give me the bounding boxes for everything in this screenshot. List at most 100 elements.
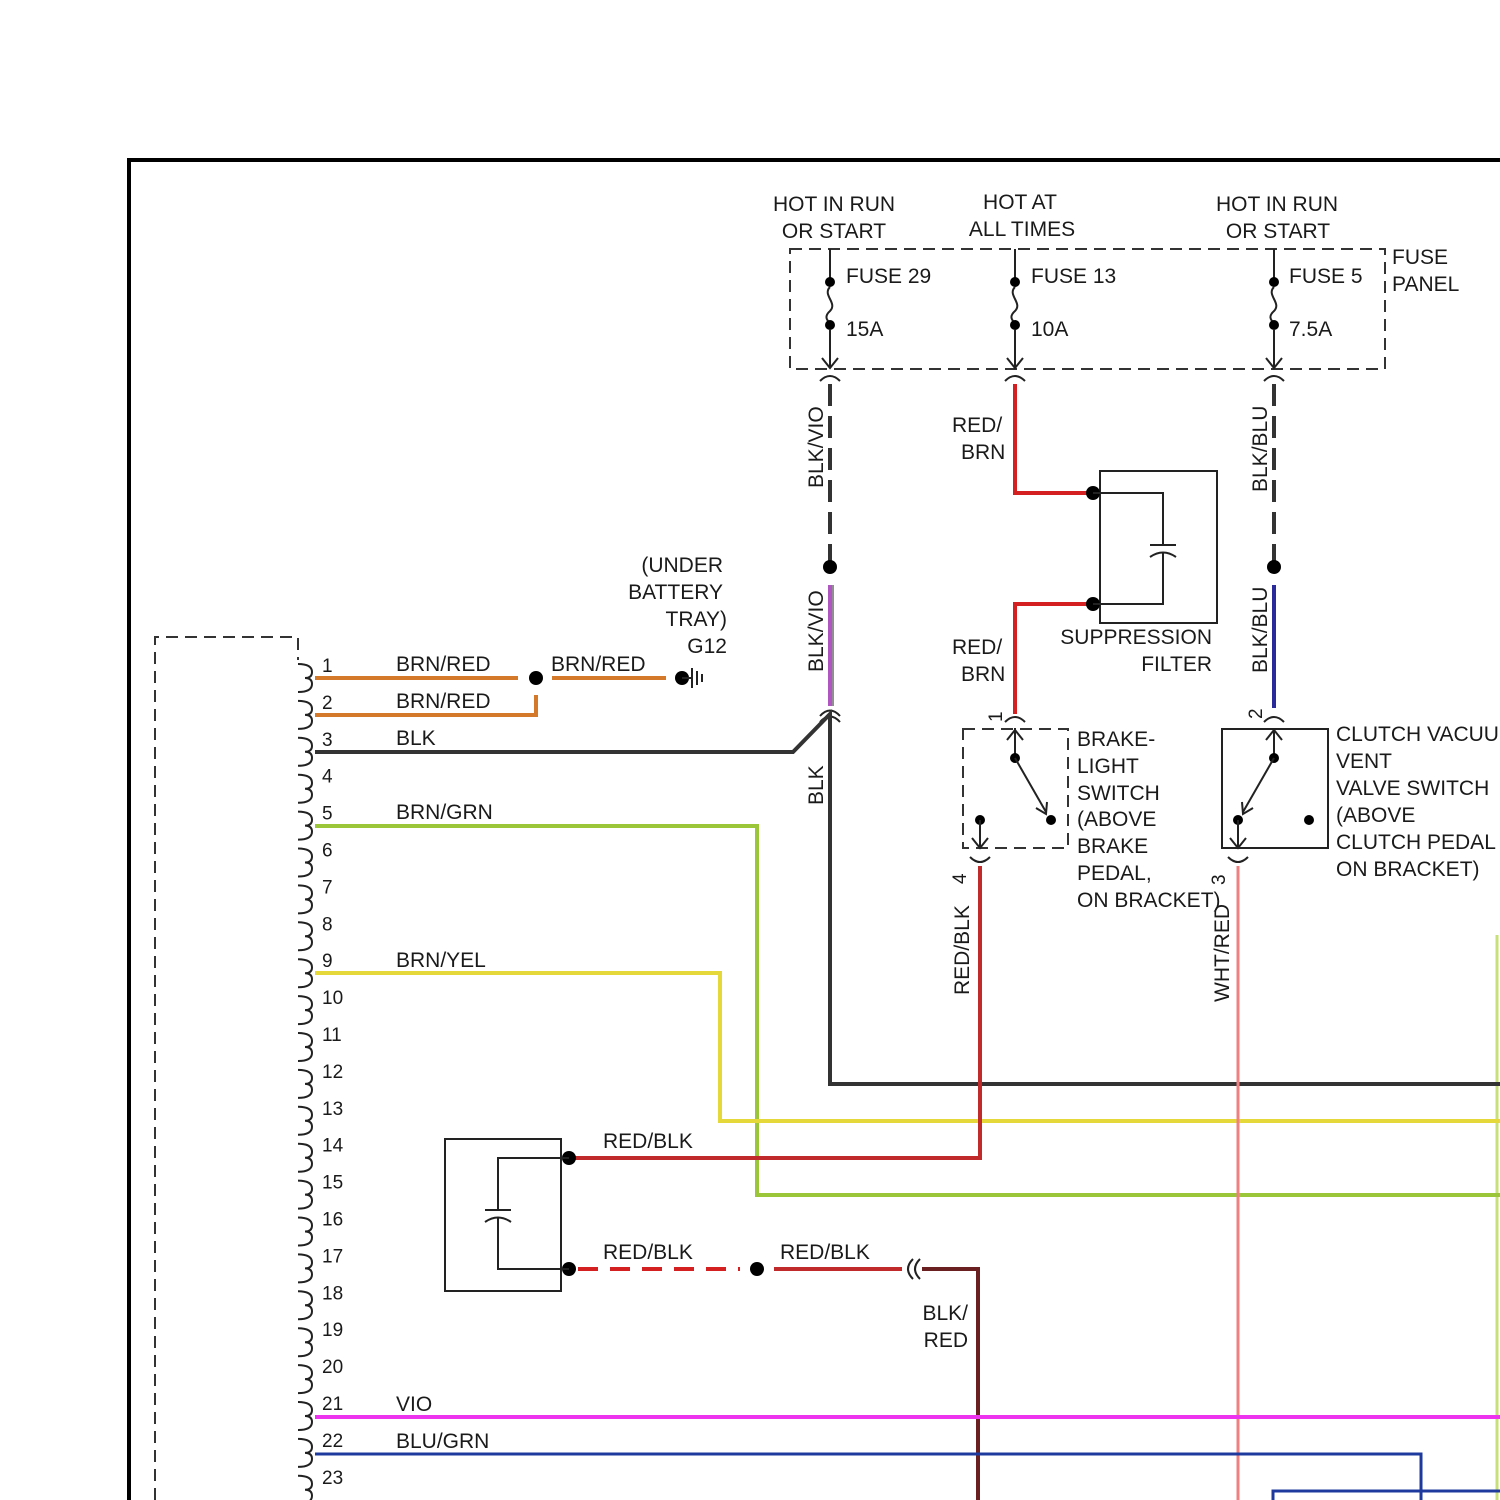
wire-label-blk-red-2: RED (924, 1329, 968, 1352)
wire-blue-bottom-right (1273, 1491, 1500, 1500)
svg-text:HOT AT: HOT AT (983, 191, 1057, 214)
svg-text:BRN: BRN (961, 441, 1005, 464)
connector-pin-mark (298, 701, 312, 729)
connector-pin-number: 8 (322, 914, 333, 935)
wire-label-blk-vio-upper: BLK/VIO (805, 406, 828, 488)
connector-pin-mark (298, 1291, 312, 1319)
wire-label-wht-red: WHT/RED (1211, 904, 1234, 1002)
fuse-13-hot-2: ALL TIMES (969, 218, 1075, 241)
svg-text:HOT IN RUN: HOT IN RUN (1216, 193, 1338, 216)
wire-blk: BLK BLK (315, 714, 1500, 1084)
svg-text:PEDAL,: PEDAL, (1077, 862, 1152, 885)
connector-pin-number: 20 (322, 1357, 343, 1378)
fuse-5-name: FUSE 5 (1289, 265, 1363, 288)
suppression-filter-lower (445, 1139, 576, 1291)
wire-label-brn-red-1: BRN/RED (396, 653, 491, 676)
connector-pin-mark (298, 849, 312, 877)
svg-text:OR START: OR START (1226, 220, 1330, 243)
svg-text:(UNDER: (UNDER (641, 554, 723, 577)
svg-text:RED/: RED/ (952, 414, 1002, 437)
fuse-5-rating: 7.5A (1289, 318, 1332, 341)
connector-pin-mark (298, 738, 312, 766)
svg-text:BLK/: BLK/ (922, 1302, 968, 1325)
clutch-switch-label-1: CLUTCH VACUUM (1336, 723, 1500, 746)
brake-light-switch: 1 4 BRAKE- LIGHT SWITCH (ABOVE BRAKE PED… (950, 711, 1221, 912)
svg-text:ALL TIMES: ALL TIMES (969, 218, 1075, 241)
ground-location-3: TRAY) (666, 608, 727, 631)
connector-pin-mark (298, 664, 312, 692)
wire-label-brn-red-2: BRN/RED (396, 690, 491, 713)
connector-pin-number: 16 (322, 1210, 343, 1231)
brake-switch-label-6: PEDAL, (1077, 862, 1152, 885)
connector-pin-mark (298, 1144, 312, 1172)
connector-pin-mark (298, 775, 312, 803)
brake-switch-label-2: LIGHT (1077, 755, 1139, 778)
wire-label-blk-vertical: BLK (805, 765, 828, 805)
connector-pin-number: 18 (322, 1283, 343, 1304)
svg-text:ON BRACKET): ON BRACKET) (1336, 858, 1480, 881)
connector-pin-mark (298, 1439, 312, 1467)
wire-blu-grn: BLU/GRN (315, 1430, 1421, 1500)
connector-pin-mark (298, 1181, 312, 1209)
connector-pin-number: 2 (322, 693, 333, 714)
connector-pin-number: 1 (322, 656, 333, 677)
wire-label-brn-red-3: BRN/RED (551, 653, 646, 676)
clutch-switch-label-6: ON BRACKET) (1336, 858, 1480, 881)
svg-text:FILTER: FILTER (1141, 653, 1212, 676)
connector-pin-mark (298, 1365, 312, 1393)
brake-switch-label-1: BRAKE- (1077, 728, 1155, 751)
svg-text:VENT: VENT (1336, 750, 1392, 773)
connector-pin-mark (298, 996, 312, 1024)
brake-switch-label-5: BRAKE (1077, 835, 1148, 858)
svg-text:HOT IN RUN: HOT IN RUN (773, 193, 895, 216)
svg-text:SWITCH: SWITCH (1077, 782, 1160, 805)
wire-label-blk: BLK (396, 727, 436, 750)
fuse-13-name: FUSE 13 (1031, 265, 1116, 288)
connector-pin-mark (298, 1328, 312, 1356)
wire-brn-yel: BRN/YEL (315, 949, 1500, 1121)
connector-pin-number: 19 (322, 1320, 343, 1341)
clutch-pin-3: 3 (1209, 874, 1230, 885)
connector-pin-number: 11 (322, 1025, 342, 1046)
connector-pin-mark (298, 959, 312, 987)
svg-text:CLUTCH VACUUM: CLUTCH VACUUM (1336, 723, 1500, 746)
wire-label-red-blk-2: RED/BLK (603, 1241, 693, 1264)
wire-label-red-brn-upper-1: RED/ (952, 414, 1002, 437)
fuse-5: HOT IN RUN OR START FUSE 5 7.5A (1216, 193, 1363, 381)
connector-pin-number: 17 (322, 1246, 343, 1267)
wire-label-red-blk-3: RED/BLK (780, 1241, 870, 1264)
wire-brn-red: BRN/RED BRN/RED BRN/RED (315, 653, 666, 715)
connector-pin-mark (298, 1476, 312, 1500)
connector-pin-mark (298, 1402, 312, 1430)
wire-red-blk-lower: RED/BLK RED/BLK (578, 1241, 920, 1279)
svg-text:ON BRACKET): ON BRACKET) (1077, 889, 1221, 912)
fuse-5-hot-2: OR START (1226, 220, 1330, 243)
wire-label-brn-yel: BRN/YEL (396, 949, 486, 972)
connector-pin-mark (298, 1218, 312, 1246)
wire-label-brn-grn: BRN/GRN (396, 801, 493, 824)
svg-text:BRAKE: BRAKE (1077, 835, 1148, 858)
suppression-filter-label-1: SUPPRESSION (1060, 626, 1212, 649)
fuse-29: HOT IN RUN OR START FUSE 29 15A (773, 193, 931, 381)
connector-pin-number: 23 (322, 1468, 343, 1489)
svg-text:(ABOVE: (ABOVE (1336, 804, 1415, 827)
connector-pin-mark (298, 1107, 312, 1135)
ground-id: G12 (687, 635, 727, 658)
wire-label-vio: VIO (396, 1393, 432, 1416)
connector-pin-number: 21 (322, 1394, 343, 1415)
wire-blk-red: BLK/ RED (922, 1269, 978, 1500)
connector-pin-number: 10 (322, 988, 343, 1009)
connector-pin-number: 15 (322, 1173, 343, 1194)
brake-pin-4: 4 (950, 873, 971, 884)
wire-label-blu-grn: BLU/GRN (396, 1430, 489, 1453)
ground-location-1: (UNDER (641, 554, 723, 577)
svg-text:FUSE: FUSE (1392, 246, 1448, 269)
svg-text:OR START: OR START (782, 220, 886, 243)
connector-pin-number: 7 (322, 877, 333, 898)
fuse-13-hot-1: HOT AT (983, 191, 1057, 214)
connector-pin-number: 4 (322, 767, 333, 788)
connector-pin-mark (298, 812, 312, 840)
